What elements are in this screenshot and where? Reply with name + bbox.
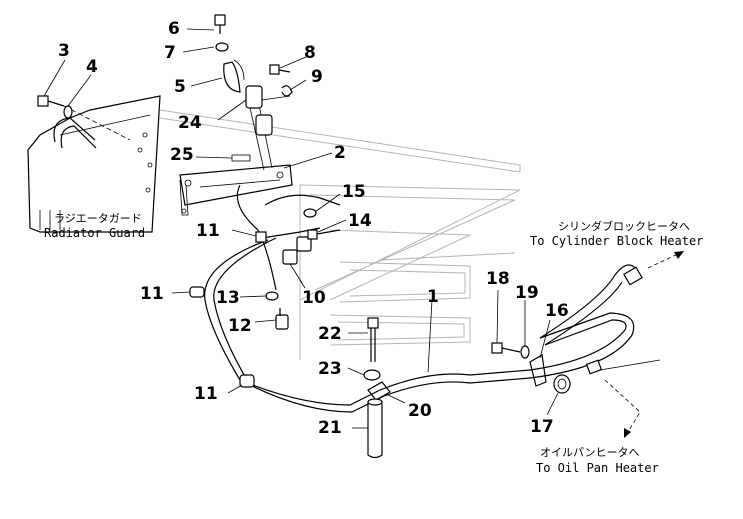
leader-lines [43, 28, 559, 429]
callout-3: 3 [58, 41, 70, 61]
washer-4 [63, 105, 73, 119]
oil-pan-label: To Oil Pan Heater [536, 461, 659, 475]
callout-11c: 11 [194, 384, 218, 404]
washer-7 [215, 42, 229, 52]
callout-17: 17 [530, 417, 554, 437]
cylinder-block-jp-label: シリンダブロックヒータへ [558, 219, 690, 233]
washer-19 [520, 345, 530, 359]
callout-16: 16 [545, 301, 569, 321]
harness-clamp-11 [189, 231, 267, 388]
arrow-to-oil-pan [604, 379, 641, 438]
bolt-12 [275, 308, 289, 330]
callout-15: 15 [342, 182, 366, 202]
callout-9: 9 [311, 67, 323, 87]
bolt-8 [269, 64, 291, 75]
callout-25: 25 [170, 145, 194, 165]
washer-15 [303, 208, 317, 218]
callout-7: 7 [164, 43, 176, 63]
bolt-6 [214, 14, 226, 34]
callout-14: 14 [348, 211, 372, 231]
callout-23: 23 [318, 359, 342, 379]
callout-20: 20 [408, 401, 432, 421]
washer-13 [265, 291, 279, 301]
bracket-2 [179, 89, 293, 216]
callout-10: 10 [302, 288, 326, 308]
callout-12: 12 [228, 316, 252, 336]
grommet-17 [553, 374, 571, 394]
notes: ラジエータガード Radiator Guard シリンダブロックヒータへ To … [44, 212, 703, 475]
radiator-guard-label: Radiator Guard [44, 226, 145, 240]
wiring-harness-1 [204, 184, 661, 413]
bolt-22 [367, 317, 379, 362]
clamp-16 [529, 354, 547, 387]
callout-11a: 11 [196, 221, 220, 241]
oil-pan-jp-label: オイルパンヒータへ [540, 446, 640, 459]
cylinder-block-label: To Cylinder Block Heater [530, 234, 703, 248]
radiator-guard [27, 95, 161, 233]
background-frame [159, 109, 521, 360]
callout-8: 8 [304, 43, 316, 63]
pin-25 [231, 154, 251, 162]
callout-18: 18 [486, 269, 510, 289]
callout-21: 21 [318, 418, 342, 438]
clamp-5 [223, 59, 245, 93]
clip-9 [281, 85, 293, 97]
callout-6: 6 [168, 19, 180, 39]
radiator-guard-jp-label: ラジエータガード [54, 212, 142, 225]
bolt-18 [491, 342, 521, 354]
bolt-3 [37, 95, 131, 141]
sleeve-21 [367, 398, 383, 459]
callout-labels: 6 7 3 4 5 8 9 24 25 2 15 14 11 11 13 10 … [58, 19, 569, 438]
callout-2: 2 [334, 143, 346, 163]
callout-22: 22 [318, 324, 342, 344]
callout-4: 4 [86, 57, 98, 77]
callout-1: 1 [427, 287, 439, 307]
arrow-to-cylinder-block [647, 251, 684, 269]
callout-24: 24 [178, 113, 202, 133]
callout-5: 5 [174, 77, 186, 97]
connector-24 [245, 85, 291, 136]
relay-10 [282, 236, 312, 284]
callout-11b: 11 [140, 284, 164, 304]
clip-20 [367, 381, 391, 401]
callout-19: 19 [515, 283, 539, 303]
washer-23 [363, 369, 381, 381]
screw-14 [307, 229, 341, 240]
callout-13: 13 [216, 288, 240, 308]
